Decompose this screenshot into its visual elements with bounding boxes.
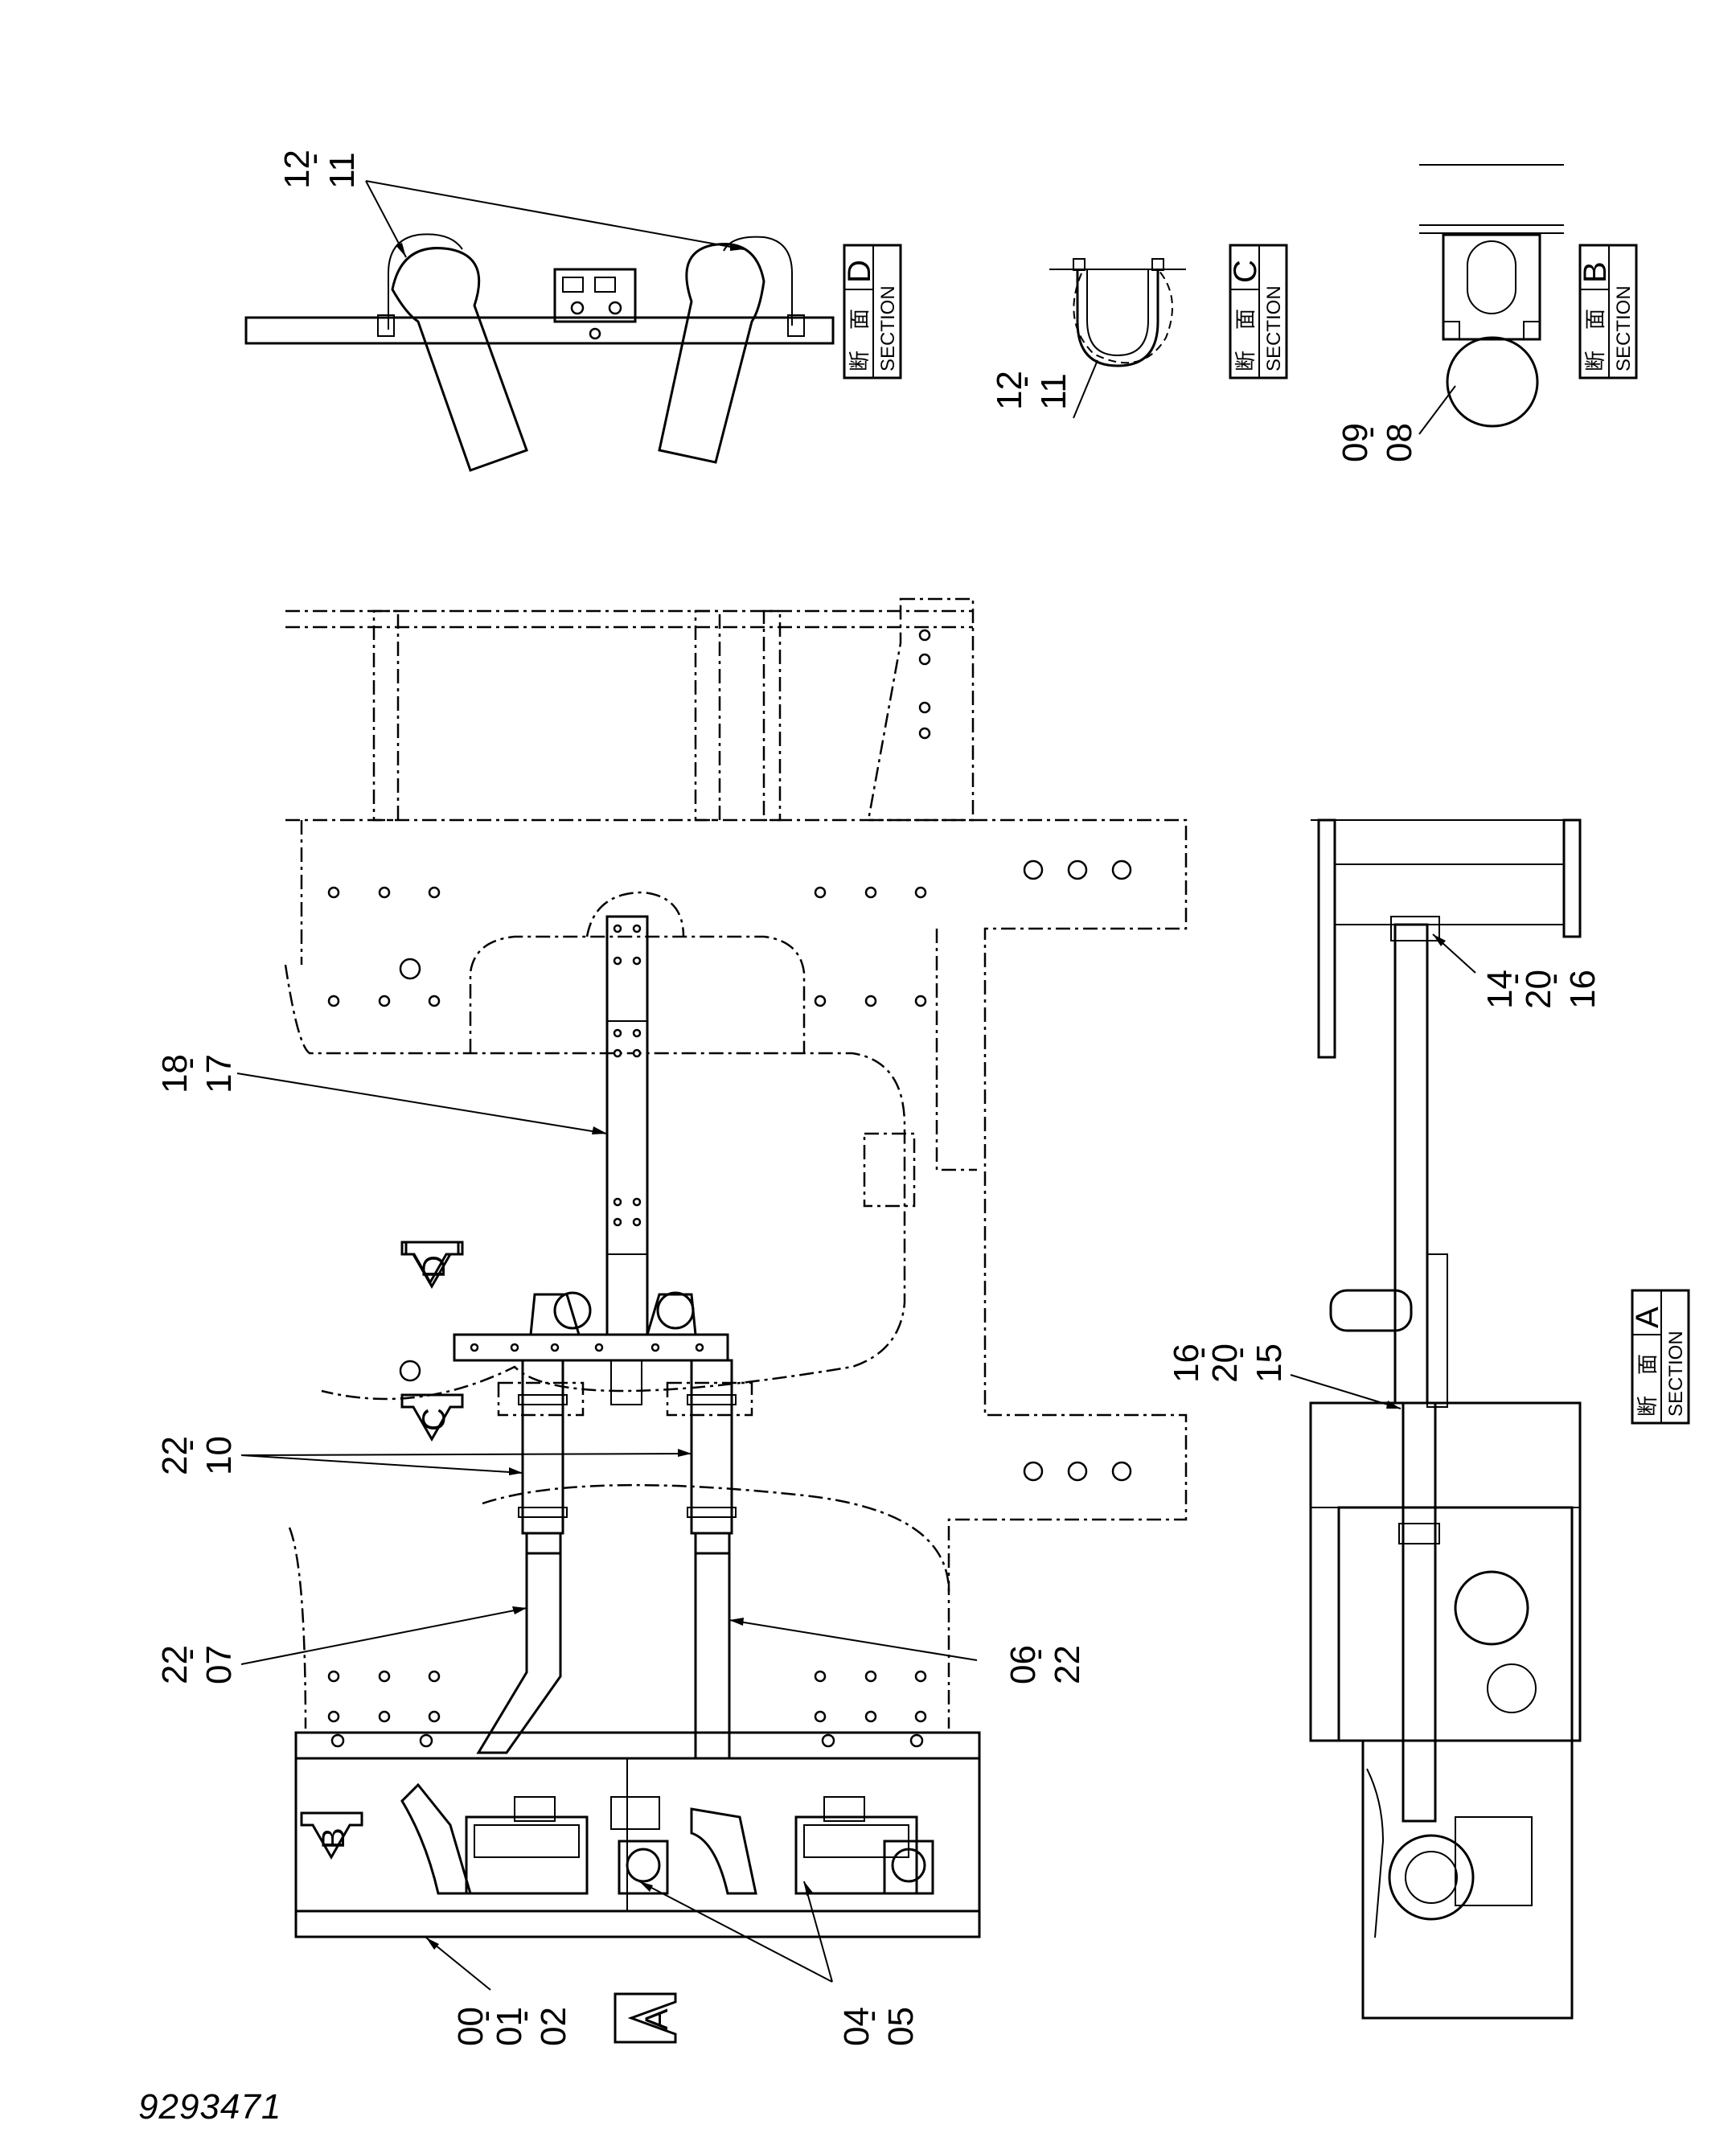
callout-text: 02	[534, 2007, 573, 2046]
callout-text: 10	[199, 1436, 239, 1475]
callout-dash: -	[1495, 973, 1534, 985]
callout-text: 04	[837, 2007, 876, 2046]
callout-dash: -	[1181, 1347, 1221, 1359]
section-letter: A	[1630, 1306, 1665, 1328]
view-arrow-letter: B	[316, 1827, 351, 1849]
callout-c-12-11: 12 - 11	[990, 371, 1073, 410]
callout-text: 01	[490, 2007, 529, 2046]
main-frame	[284, 597, 1188, 1729]
view-arrow-letter: D	[417, 1255, 452, 1278]
callout-text: 11	[1034, 373, 1073, 410]
callout-text: 12	[990, 371, 1029, 410]
section-label-c: 断 面 C SECTION	[1228, 244, 1288, 379]
frame-holes	[327, 859, 1132, 1723]
section-label-d: 断 面 D SECTION	[842, 244, 902, 379]
callout-dash: -	[170, 1057, 209, 1069]
callout-dash: -	[1350, 426, 1389, 438]
section-label: SECTION	[1263, 285, 1285, 371]
section-label-a: 断 面 A SECTION	[1630, 1289, 1690, 1425]
callout-text: 16	[1563, 970, 1603, 1009]
callout-main-22-10: 22 - 10	[155, 1436, 692, 1475]
callout-dash: -	[466, 2010, 505, 2022]
section-b-detail: 09 - 08	[1336, 164, 1564, 462]
callout-dash: -	[293, 153, 333, 165]
view-arrow-d: D	[400, 1241, 464, 1290]
callout-main-06-22: 06 - 22	[728, 1618, 1087, 1684]
callout-text: 15	[1250, 1343, 1289, 1383]
callout-text: 20	[1205, 1343, 1245, 1383]
view-arrow-b: B	[300, 1811, 363, 1860]
callout-dash: -	[504, 2010, 544, 2022]
callout-text: 22	[1048, 1645, 1087, 1684]
section-letter: C	[1228, 260, 1263, 283]
callout-a-16-20-15: 16 - 20 - 15	[1167, 1343, 1289, 1383]
section-kanji: 断 面	[1635, 1354, 1660, 1417]
exhaust-pipes	[476, 1359, 753, 1760]
callout-main-18-17: 18 - 17	[155, 1054, 608, 1134]
callout-dash: -	[170, 1439, 209, 1451]
callout-text: 16	[1167, 1343, 1206, 1383]
drawing-number: 9293471	[138, 2087, 282, 2127]
section-a-detail: 14 - 20 - 16 16 - 20 - 15	[1167, 818, 1603, 2020]
callout-d-12-11: 12 - 11	[277, 150, 362, 189]
callout-dash: -	[1018, 1648, 1057, 1660]
callout-text: 22	[155, 1436, 195, 1475]
callout-text: 18	[155, 1054, 195, 1093]
section-letter: D	[842, 260, 877, 283]
callout-text: 22	[155, 1645, 195, 1684]
section-label-b: 断 面 B SECTION	[1578, 244, 1638, 379]
section-label: SECTION	[1613, 285, 1635, 371]
view-arrow-a: A	[614, 1992, 677, 2044]
callout-text: 11	[322, 152, 362, 189]
callout-main-04-05: 04 - 05	[638, 1881, 921, 2046]
callout-text: 08	[1380, 423, 1419, 462]
callout-text: 07	[199, 1645, 239, 1684]
callout-dash: -	[1533, 973, 1573, 985]
view-arrow-c: C	[400, 1393, 464, 1442]
engine-box	[294, 1731, 981, 1938]
view-arrow-letter: C	[417, 1408, 452, 1431]
callout-main-00-01-02: 00 - 01 - 02	[425, 1937, 573, 2046]
section-kanji: 断 面	[1233, 309, 1258, 371]
callout-b-09-08: 09 - 08	[1336, 423, 1419, 462]
section-label: SECTION	[877, 285, 899, 371]
callout-text: 12	[277, 150, 317, 189]
callout-text: 05	[881, 2007, 921, 2046]
callout-dash: -	[1220, 1347, 1259, 1359]
section-c-detail: 12 - 11	[990, 258, 1186, 419]
support-bracket	[453, 915, 729, 1405]
callout-text: 17	[199, 1054, 239, 1093]
section-kanji: 断 面	[1583, 309, 1607, 371]
callout-main-22-07: 22 - 07	[155, 1606, 527, 1684]
callout-dash: -	[170, 1648, 209, 1660]
callout-text: 14	[1480, 970, 1520, 1009]
callout-a-14-20-16: 14 - 20 - 16	[1480, 970, 1603, 1009]
section-letter: B	[1578, 261, 1613, 283]
callout-text: 06	[1003, 1645, 1043, 1684]
callout-dash: -	[1004, 375, 1044, 388]
section-kanji: 断 面	[847, 309, 872, 371]
callout-dash: -	[852, 2010, 891, 2022]
view-arrow-letter: A	[639, 2008, 675, 2030]
section-label: SECTION	[1665, 1331, 1687, 1417]
callout-text: 09	[1336, 423, 1375, 462]
callout-text: 20	[1519, 970, 1558, 1009]
section-d-detail: 12 - 11	[244, 150, 835, 472]
callout-text: 00	[451, 2007, 490, 2046]
